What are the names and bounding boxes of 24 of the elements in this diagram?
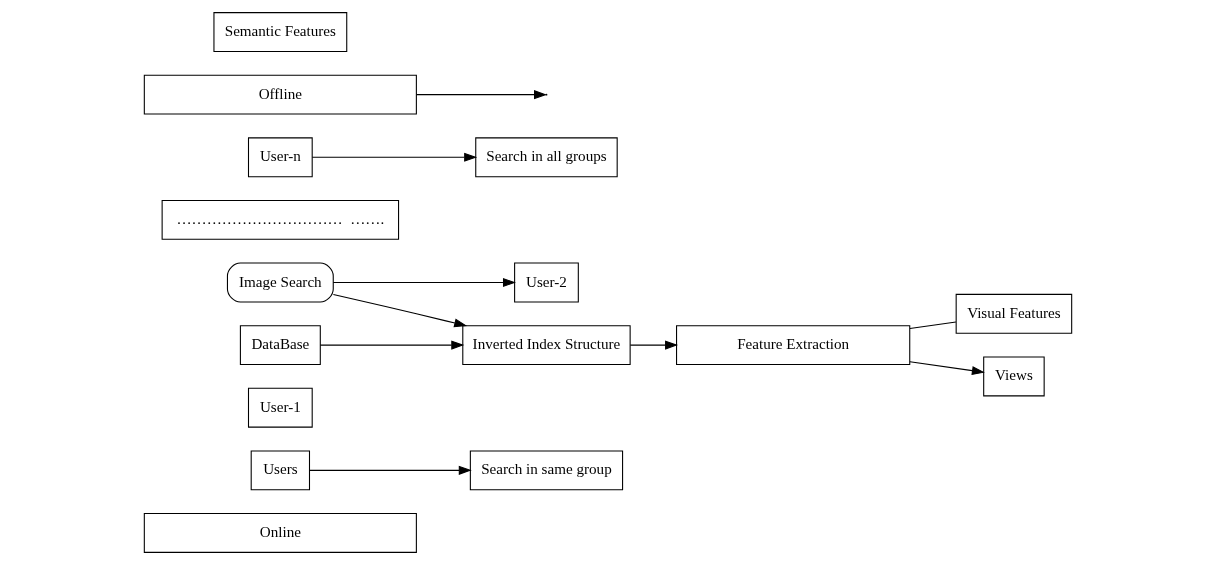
- node-box: Image Search: [226, 262, 334, 303]
- node-box: Feature Extraction: [675, 325, 910, 366]
- node-box: Users: [250, 450, 310, 491]
- node-box: Inverted Index Structure: [461, 325, 631, 366]
- node-box: User-1: [247, 387, 313, 428]
- node-box: User-n: [247, 137, 313, 178]
- arrow: [308, 465, 472, 475]
- arrow: [319, 340, 464, 350]
- arrow: [629, 340, 678, 350]
- node-box: Search in all groups: [474, 137, 618, 178]
- node-box: …………………………… …….: [161, 199, 399, 240]
- arrow: [908, 361, 985, 376]
- node-box: User-2: [513, 262, 579, 303]
- arrow: [332, 293, 467, 328]
- node-box: Offline: [143, 74, 417, 115]
- connector: [908, 321, 956, 330]
- node-box: Search in same group: [469, 450, 623, 491]
- node-box: Views: [982, 356, 1045, 397]
- node-box: DataBase: [239, 325, 321, 366]
- arrow: [332, 277, 516, 288]
- node-box: Visual Features: [955, 293, 1072, 334]
- node-box: Online: [143, 513, 417, 553]
- arrow: [311, 152, 477, 162]
- node-box: Semantic Features: [212, 12, 347, 52]
